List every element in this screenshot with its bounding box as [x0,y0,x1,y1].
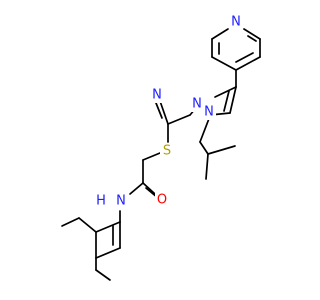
bond [199,141,209,155]
bond [211,56,237,71]
atom-label-h: H [96,194,106,209]
atom-label-n: N [116,194,126,209]
bond [142,182,156,195]
atom-h-amide: H [95,193,108,209]
atom-label-s: S [163,144,171,159]
atom-n-pyridine: N [229,14,243,30]
bond [223,90,230,112]
bond [235,56,261,71]
bond [214,86,237,98]
bond [95,269,111,281]
atom-labels: N N N N S O N H [95,14,243,209]
bond [207,145,236,155]
atom-label-n: N [204,105,214,120]
bond [205,153,209,180]
bond [95,221,121,233]
bond [142,152,161,161]
bond [243,28,261,40]
atom-label-n: N [192,97,202,112]
molecule-diagram: N N N N S O N H [61,14,261,281]
bond [229,86,237,114]
atom-label-o: O [157,193,167,208]
bond [235,52,254,63]
bond [159,100,169,125]
bond [199,115,211,143]
bond [129,182,144,195]
bond [95,247,121,259]
bond [211,28,229,40]
atom-label-n: N [231,15,241,30]
bond [247,35,257,42]
bond [167,114,191,125]
atom-n-amide: N [114,193,128,209]
atom-n-triazole-1: N [150,87,164,103]
atom-n-triazole-2: N [190,96,204,112]
atom-n-triazole-4: N [202,104,216,120]
atom-o-carbonyl: O [155,192,169,208]
bond [155,102,163,119]
bond [61,217,80,227]
atom-label-n: N [152,88,162,103]
atom-s-thioether: S [160,143,174,159]
molecule-structure: N N N N S O N H [61,14,261,281]
bond [78,217,97,233]
